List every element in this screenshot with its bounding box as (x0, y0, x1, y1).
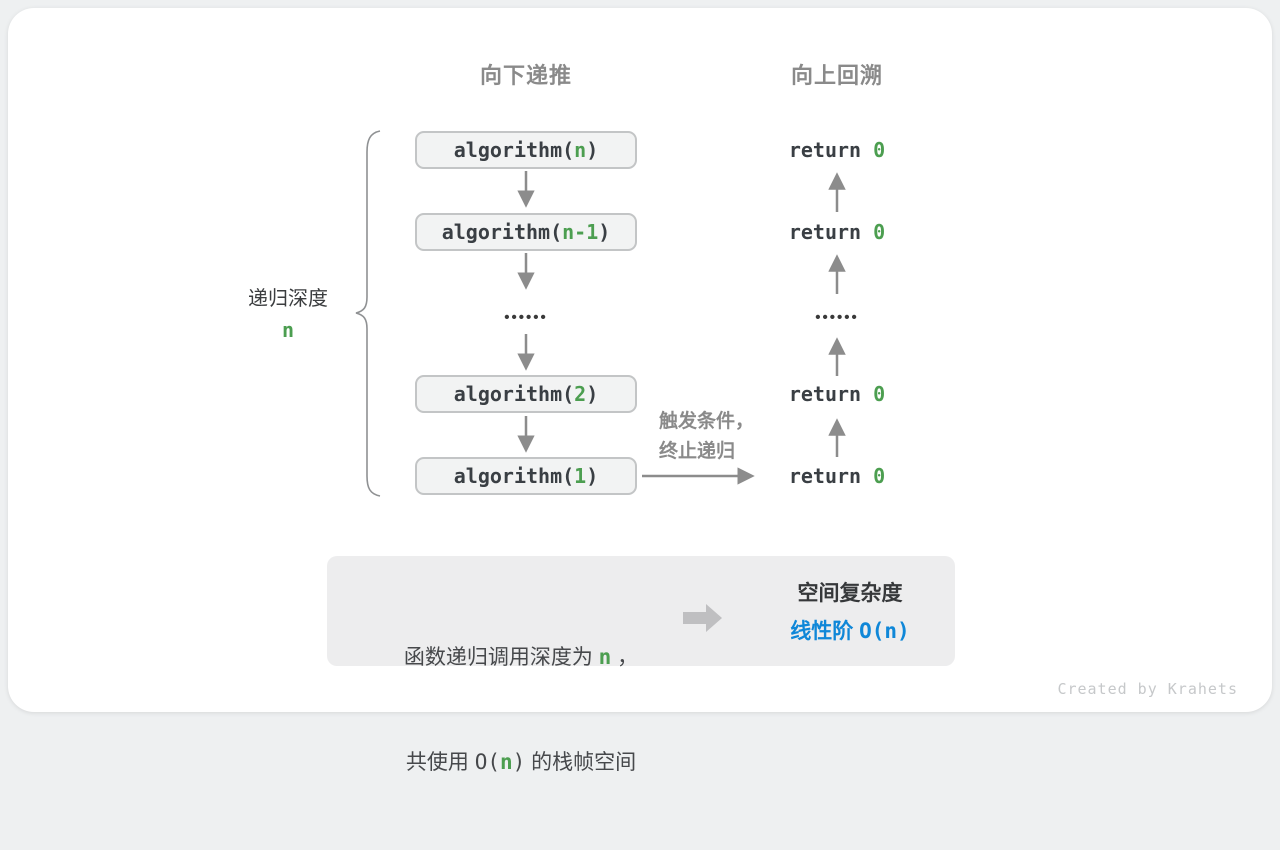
depth-label: 递归深度 (248, 288, 328, 310)
return-stmt-2: return 0 (726, 220, 948, 244)
summary-expr: O( (474, 750, 500, 774)
call-box-algorithm-1: algorithm(1) (415, 457, 637, 495)
summary-panel: 函数递归调用深度为 n ， 共使用 O(n) 的栈帧空间 空间复杂度 线性阶 O… (327, 556, 955, 774)
return-value: 0 (873, 382, 886, 406)
code-text: algorithm( (453, 464, 575, 488)
code-text: ) (586, 382, 599, 406)
summary-text: 的栈帧空间 (525, 751, 637, 774)
call-box-algorithm-n-1: algorithm(n-1) (415, 213, 637, 251)
code-text: ) (586, 138, 599, 162)
space-complexity-value: 线性阶 O(n) (755, 615, 945, 645)
summary-var: n (598, 645, 612, 669)
code-arg: 2 (574, 382, 587, 406)
header-downward-recursion: 向下递推 (479, 63, 572, 88)
code-text: algorithm( (441, 220, 563, 244)
ellipsis-right: •••••• (815, 309, 859, 326)
summary-line2: 共使用 O(n) 的栈帧空间 (341, 745, 701, 780)
complexity-expr: O(n) (859, 619, 910, 643)
code-text: ) (598, 220, 611, 244)
trigger-note: 触发条件， 终止递归 (659, 407, 779, 467)
return-stmt-1: return 0 (726, 138, 948, 162)
summary-expr: ) (512, 750, 526, 774)
summary-text: ， (611, 646, 639, 669)
code-text: return (788, 220, 874, 244)
summary-text: 共使用 (405, 751, 475, 774)
depth-value: n (281, 318, 295, 342)
complexity-order-label: 线性阶 (790, 620, 860, 643)
summary-line1: 函数递归调用深度为 n ， (341, 640, 701, 675)
header-upward-backtrack: 向上回溯 (790, 63, 883, 88)
call-box-algorithm-2: algorithm(2) (415, 375, 637, 413)
return-value: 0 (873, 464, 886, 488)
summary-description: 函数递归调用深度为 n ， 共使用 O(n) 的栈帧空间 (341, 570, 701, 850)
code-text: algorithm( (453, 382, 575, 406)
code-text: algorithm( (453, 138, 575, 162)
return-stmt-4: return 0 (726, 464, 948, 488)
return-value: 0 (873, 138, 886, 162)
space-complexity-title: 空间复杂度 (797, 582, 903, 605)
return-value: 0 (873, 220, 886, 244)
watermark: Created by Krahets (1057, 680, 1238, 698)
code-arg: 1 (574, 464, 587, 488)
implies-arrow-icon (683, 604, 722, 632)
ellipsis-left: •••••• (504, 309, 548, 326)
trigger-note-line2: 终止递归 (659, 441, 736, 462)
code-arg: n-1 (562, 220, 599, 244)
code-text: return (788, 382, 874, 406)
call-box-algorithm-n: algorithm(n) (415, 131, 637, 169)
code-text: ) (586, 464, 599, 488)
trigger-note-line1: 触发条件， (659, 411, 755, 432)
summary-var: n (499, 750, 513, 774)
code-text: return (788, 138, 874, 162)
summary-text: 函数递归调用深度为 (403, 646, 599, 669)
code-text: return (788, 464, 874, 488)
return-stmt-3: return 0 (726, 382, 948, 406)
code-arg: n (574, 138, 587, 162)
